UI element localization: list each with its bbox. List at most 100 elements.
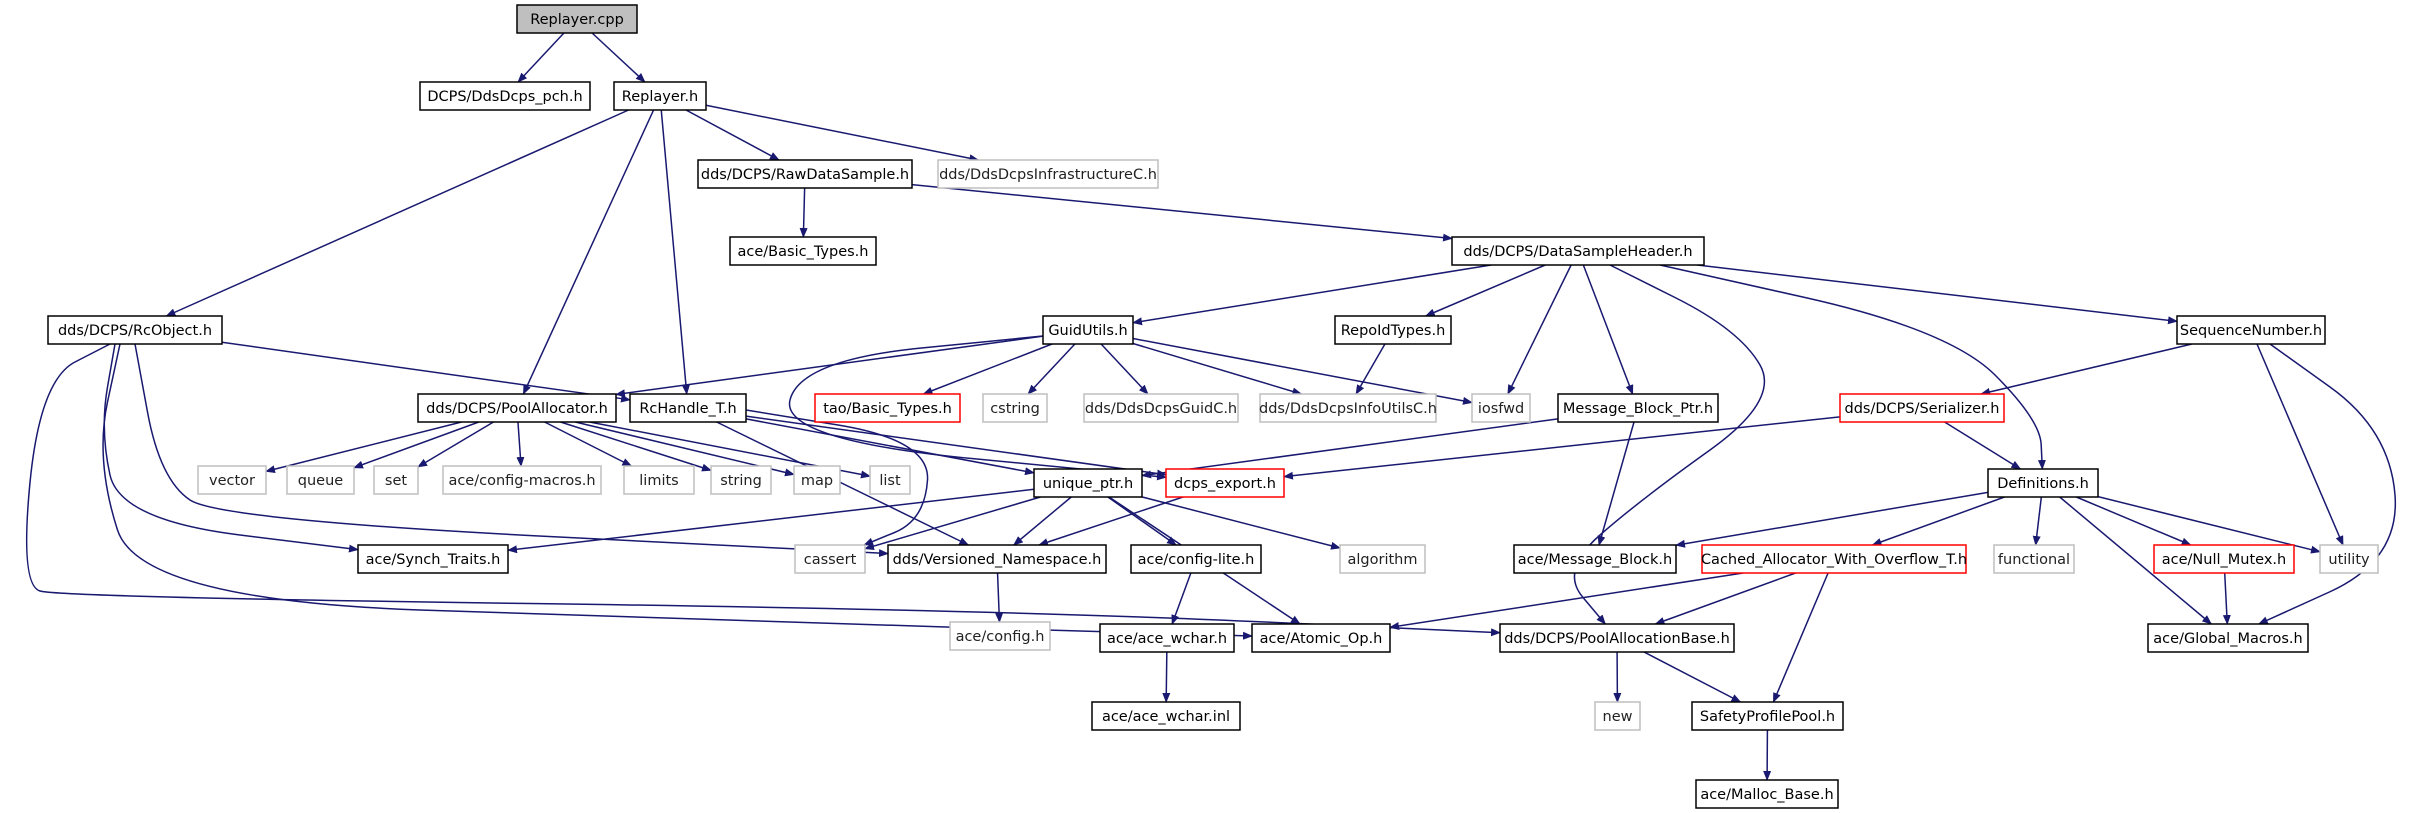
node-sequencenumber[interactable]: SequenceNumber.h [2176, 315, 2326, 345]
node-label: ace/Synch_Traits.h [366, 552, 501, 568]
node-label: list [879, 473, 901, 489]
node-box [1987, 468, 2099, 498]
edge-datasampleheader-to-definitions [1659, 264, 2046, 470]
node-label: ace/config.h [956, 629, 1045, 645]
node-global-macros[interactable]: ace/Global_Macros.h [2147, 623, 2309, 653]
node-new: new [1594, 701, 1641, 731]
edge-cached_alloc-to-poolallocationbase [1654, 572, 1796, 625]
node-dcps-export[interactable]: dcps_export.h [1165, 468, 1285, 498]
node-label: ace/Malloc_Base.h [1700, 787, 1833, 803]
edge-definitions-to-cached_alloc [1871, 496, 2005, 546]
node-guidutils[interactable]: GuidUtils.h [1042, 315, 1134, 345]
node-label: functional [1998, 552, 2070, 568]
node-rchandle[interactable]: RcHandle_T.h [629, 393, 747, 423]
edge-poolallocator-to-vector [265, 421, 462, 474]
node-label: SafetyProfilePool.h [1700, 709, 1835, 725]
edge-replayer_h-to-rcobject [165, 109, 629, 317]
node-box [1334, 315, 1452, 345]
node-box [1499, 623, 1735, 653]
node-ace-wchar[interactable]: ace/ace_wchar.h [1099, 623, 1235, 653]
edge-ace_wchar-to-ace_wchar_inl [1162, 651, 1171, 703]
node-box [1042, 315, 1134, 345]
edge-rcobject-to-synch_traits [103, 343, 359, 553]
edge-poolallocationbase-to-safetyprofilepool [1643, 651, 1742, 703]
edge-replayer_h-to-rchandle [660, 109, 690, 395]
node-basic-types-ace[interactable]: ace/Basic_Types.h [729, 236, 877, 266]
edge-replayer_h-to-rawdatasample [685, 109, 780, 161]
node-box [982, 393, 1048, 423]
edge-poolallocator-to-config_macros [516, 421, 525, 467]
node-tao-basic-types[interactable]: tao/Basic_Types.h [814, 393, 961, 423]
edge-datasampleheader-to-message_block_ptr [1582, 264, 1634, 395]
edge-unique_ptr-to-algorithm [1141, 496, 1341, 550]
node-label: dds/Versioned_Namespace.h [893, 552, 1102, 568]
node-datasampleheader[interactable]: dds/DCPS/DataSampleHeader.h [1451, 236, 1705, 266]
node-rawdatasample[interactable]: dds/DCPS/RawDataSample.h [697, 159, 913, 189]
node-definitions[interactable]: Definitions.h [1987, 468, 2099, 498]
node-unique-ptr[interactable]: unique_ptr.h [1033, 468, 1143, 498]
node-ace-wchar-inl[interactable]: ace/ace_wchar.inl [1091, 701, 1241, 731]
node-message-block[interactable]: ace/Message_Block.h [1513, 544, 1677, 574]
node-malloc-base[interactable]: ace/Malloc_Base.h [1695, 779, 1839, 809]
edge-replayer_cpp-to-ddsdcps_pch [517, 32, 565, 83]
edge-serializer-to-dcps_export [1283, 416, 1841, 480]
node-safetyprofilepool[interactable]: SafetyProfilePool.h [1691, 701, 1844, 731]
edge-datasampleheader-to-poolallocationbase [1573, 264, 1766, 625]
node-box [1339, 544, 1426, 574]
node-replayer-h[interactable]: Replayer.h [613, 81, 707, 111]
node-box [1557, 393, 1719, 423]
node-versioned-ns[interactable]: dds/Versioned_Namespace.h [887, 544, 1107, 574]
edge-guidutils-to-dcps_export [788, 335, 1167, 481]
node-config-lite[interactable]: ace/config-lite.h [1130, 544, 1262, 574]
node-ddsdcps-pch[interactable]: DCPS/DdsDcps_pch.h [419, 81, 591, 111]
node-label: ace/Null_Mutex.h [2162, 552, 2286, 568]
node-synch-traits[interactable]: ace/Synch_Traits.h [357, 544, 509, 574]
node-repoidtypes[interactable]: RepoIdTypes.h [1334, 315, 1452, 345]
node-box [887, 544, 1107, 574]
node-functional: functional [1993, 544, 2075, 574]
node-label: RcHandle_T.h [639, 401, 736, 417]
node-label: ace/Atomic_Op.h [1260, 631, 1383, 647]
node-replayer-cpp[interactable]: Replayer.cpp [516, 4, 638, 34]
edge-replayer_cpp-to-replayer_h [591, 32, 646, 83]
edge-unique_ptr-to-cassert [864, 496, 1041, 550]
edge-rcobject-to-versioned_ns [134, 343, 889, 558]
node-poolallocationbase[interactable]: dds/DCPS/PoolAllocationBase.h [1499, 623, 1735, 653]
node-null-mutex[interactable]: ace/Null_Mutex.h [2153, 544, 2295, 574]
node-cached-alloc[interactable]: Cached_Allocator_With_Overflow_T.h [1701, 544, 1967, 574]
node-iosfwd: iosfwd [1471, 393, 1531, 423]
node-box [1451, 236, 1705, 266]
node-box [793, 465, 841, 495]
node-label: ace/config-macros.h [448, 473, 595, 489]
edge-rcobject-to-atomic_op [102, 343, 1253, 640]
edge-guidutils-to-iosfwd [1132, 337, 1473, 405]
node-label: ace/config-lite.h [1138, 552, 1255, 568]
node-rcobject[interactable]: dds/DCPS/RcObject.h [47, 315, 223, 345]
node-limits: limits [623, 465, 695, 495]
node-poolallocator[interactable]: dds/DCPS/PoolAllocator.h [417, 393, 617, 423]
node-atomic-op[interactable]: ace/Atomic_Op.h [1251, 623, 1391, 653]
node-box [2147, 623, 2309, 653]
edge-guidutils-to-poolallocator [615, 335, 1044, 398]
node-box [1695, 779, 1839, 809]
node-label: dds/DCPS/RawDataSample.h [701, 167, 909, 183]
node-map: map [793, 465, 841, 495]
node-box [1471, 393, 1531, 423]
edge-message_block_ptr-to-message_block [1597, 421, 1635, 546]
node-box [729, 236, 877, 266]
edge-cached_alloc-to-safetyprofilepool [1772, 572, 1829, 703]
node-box [1099, 623, 1235, 653]
node-label: algorithm [1348, 552, 1418, 568]
node-queue: queue [286, 465, 355, 495]
node-label: Cached_Allocator_With_Overflow_T.h [1701, 552, 1967, 568]
edge-unique_ptr-to-synch_traits [507, 488, 1035, 554]
node-serializer[interactable]: dds/DCPS/Serializer.h [1839, 393, 2005, 423]
node-infracorec: dds/DdsDcpsInfrastructureC.h [937, 159, 1159, 189]
node-message-block-ptr[interactable]: Message_Block_Ptr.h [1557, 393, 1719, 423]
edge-sequencenumber-to-serializer [1980, 343, 2193, 396]
node-label: cstring [990, 401, 1040, 417]
node-label: string [720, 473, 762, 489]
edge-definitions-to-null_mutex [2076, 496, 2192, 546]
node-label: dds/DCPS/RcObject.h [58, 323, 212, 339]
node-box [1513, 544, 1677, 574]
